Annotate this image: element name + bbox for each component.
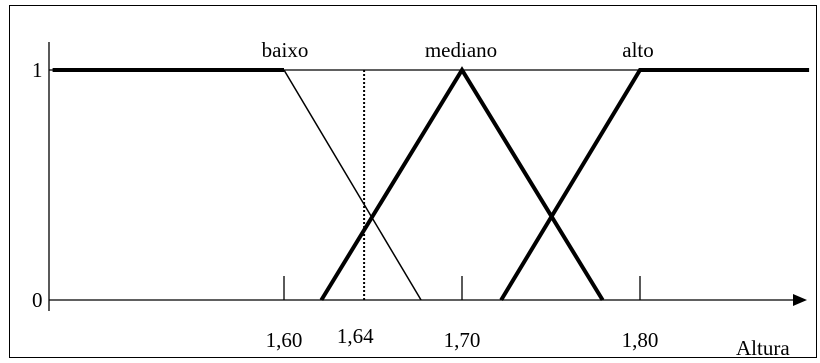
labels-group: 0 1 1,60 1,64 1,70 1,80 Altura baixo mediano alto [32,38,790,360]
series-label-baixo: baixo [262,38,309,62]
y-tick-label-0: 0 [32,288,43,312]
y-tick-label-1: 1 [32,58,43,82]
series-mediano [319,66,605,302]
x-tick-label-3: 1,80 [622,328,659,352]
series-alto [499,68,810,302]
x-axis-label: Altura [736,336,790,360]
x-tick-label-0: 1,60 [266,328,303,352]
series-group [49,66,810,302]
series-baixo-slope [283,69,422,301]
axes [48,42,807,311]
series-label-mediano: mediano [425,38,497,62]
series-label-alto: alto [622,38,654,62]
x-tick-label-1: 1,64 [337,324,374,348]
x-axis-arrow [793,294,807,306]
chart-frame [9,5,817,358]
x-tick-label-2: 1,70 [444,328,481,352]
